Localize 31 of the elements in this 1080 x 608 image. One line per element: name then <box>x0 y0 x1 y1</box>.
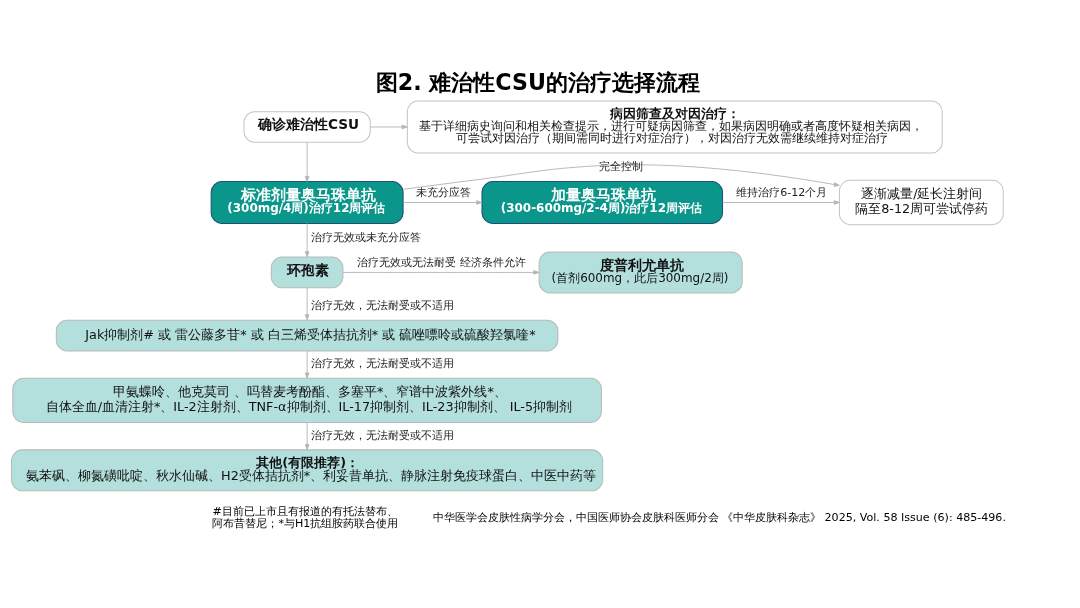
edge-label: 完全控制 <box>598 159 643 173</box>
node-box: 加量奥马珠单抗 (300-600mg/2-4周)治疗12周评估 <box>481 181 724 224</box>
edge-label: 治疗无效，无法耐受或不适用 <box>311 299 455 313</box>
diagram-title: 图2. 难治性CSU的治疗选择流程 <box>375 68 700 95</box>
arrow <box>402 200 483 205</box>
edge-label: 治疗无效或未充分应答 <box>310 231 421 245</box>
node-box: 其他(有限推荐)： 氨苯砜、柳氮磺吡啶、秋水仙碱、H2受体拮抗剂*、利妥昔单抗、静脉注射免疫球蛋白、中医中药等 <box>11 449 604 492</box>
arrow <box>369 124 408 130</box>
edge-label: 未充分应答 <box>415 186 471 199</box>
edge-label: 治疗无效或无法耐受 经济条件允许 <box>357 255 526 269</box>
edge-label: 治疗无效，无法耐受或不适用 <box>311 429 455 443</box>
node-box: 甲氨蝶呤、他克莫司 、吗替麦考酚酯、多塞平*、窄谱中波紫外线*、自体全血/血清注射*、IL-2注射剂、TNF-α抑制剂、IL-17抑制剂、IL-23抑制剂、 IL-5抑制剂 <box>12 377 602 424</box>
label: #目前已上市且有报道的有托法替布、阿布昔替尼；*与H1抗组胺药联合使用 <box>212 505 399 530</box>
node-box: 环孢素 <box>270 256 344 289</box>
arrow <box>304 350 310 379</box>
node-box: 确诊难治性CSU <box>243 111 371 143</box>
arrow <box>304 223 310 258</box>
node-box: 标准剂量奥马珠单抗 (300mg/4周)治疗12周评估 <box>210 181 404 224</box>
arrow <box>304 287 310 321</box>
node-box: 逐渐减量/延长注射间隔至8-12周可尝试停药 <box>838 179 1004 226</box>
node-box: 病因筛查及对因治疗： 基于详细病史询问和相关检查提示，进行可疑病因筛查，如果病因明确或者高度怀疑相关病因，可尝试对因治疗（期间需同时进行对症治疗），对因治疗无效需继续维持对症治疗 <box>406 100 943 154</box>
edge-label: 维持治疗6-12个月 <box>736 186 828 199</box>
arrow <box>722 200 840 205</box>
arrow <box>342 270 540 275</box>
arrow <box>402 164 840 190</box>
node-box: Jak抑制剂# 或 雷公藤多苷* 或 白三烯受体拮抗剂* 或 硫唑嘌呤或硫酸羟氯喹* <box>55 319 559 352</box>
arrow <box>304 141 310 182</box>
node-box: 度普利尤单抗 (首剂600mg，此后300mg/2周) <box>538 251 743 294</box>
edge-label: 治疗无效，无法耐受或不适用 <box>311 357 455 371</box>
arrow <box>304 422 310 451</box>
label: 中华医学会皮肤性病学分会，中国医师协会皮肤科医师分会 《中华皮肤科杂志》 2025, Vol. 58 Issue (6): 485-496. <box>432 511 1006 525</box>
